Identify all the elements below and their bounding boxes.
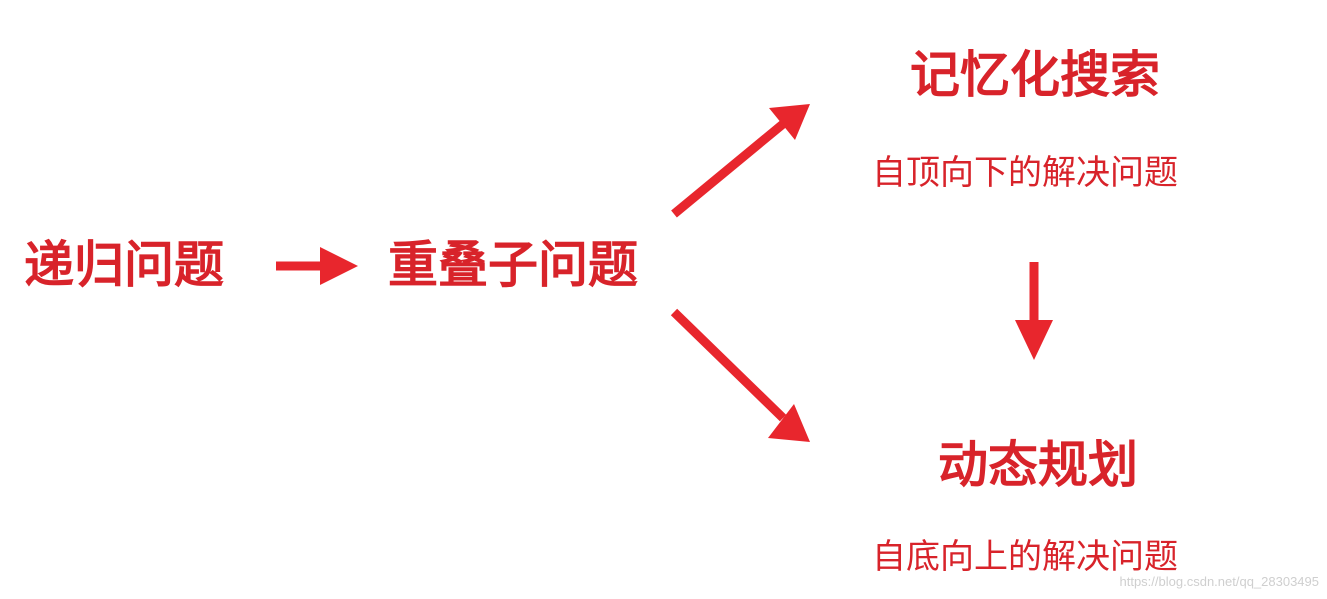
arrow-up-right-icon	[671, 104, 810, 218]
memoization-label: 记忆化搜索	[910, 46, 1160, 104]
arrow-down-icon	[1015, 262, 1053, 360]
watermark: https://blog.csdn.net/qq_28303495	[1119, 574, 1320, 589]
overlapping-subproblems-label: 重叠子问题	[388, 236, 638, 294]
dynamic-programming-description: 自底向上的解决问题	[872, 537, 1178, 577]
memoization-description: 自顶向下的解决问题	[872, 153, 1178, 193]
arrow-right-icon	[276, 247, 358, 285]
dynamic-programming-label: 动态规划	[938, 436, 1138, 494]
arrow-down-right-icon	[670, 308, 810, 442]
recursion-problem-label: 递归问题	[24, 236, 224, 294]
